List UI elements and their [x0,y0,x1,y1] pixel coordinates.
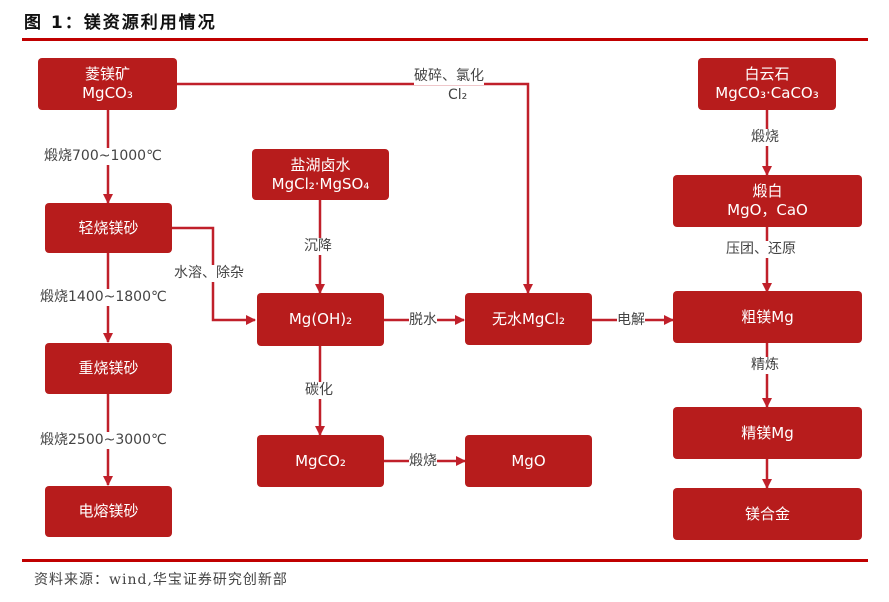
node-magnesite-formula: MgCO₃ [82,84,133,102]
edge-label-refine: 精炼 [751,357,779,374]
edge-label-dissolve: 水溶、除杂 [174,265,244,282]
node-mgo-label: MgO [511,451,546,470]
source-note: 资料来源：wind,华宝证券研究创新部 [34,572,288,588]
node-dolomite: 白云石 MgCO₃·CaCO₃ [698,58,836,110]
edge-label-calcine-2500: 煅烧2500~3000℃ [40,432,167,449]
node-dead-burned-magnesia: 重烧镁砂 [45,343,172,394]
edge-label-crush-chlorinate: 破碎、氯化 [414,68,484,85]
edge-label-calcine-mgo: 煅烧 [409,453,437,470]
node-light-burned-label: 轻烧镁砂 [78,218,139,237]
node-salt-lake-brine: 盐湖卤水 MgCl₂·MgSO₄ [252,149,389,200]
node-brine-formula: MgCl₂·MgSO₄ [271,174,370,193]
bottom-rule [22,559,868,562]
node-dolomite-name: 白云石 [744,65,790,83]
node-fused-label: 电熔镁砂 [78,502,139,520]
node-mgco2-label: MgCO₂ [295,451,346,470]
node-alloy-label: 镁合金 [744,504,790,523]
edge-label-calcine-1400: 煅烧1400~1800℃ [40,289,167,306]
node-magnesite-name: 菱镁矿 [84,65,130,83]
edge-label-carbonize: 碳化 [305,382,333,399]
node-dolomite-formula: MgCO₃·CaCO₃ [715,84,819,102]
node-calcined-name: 煅白 [752,182,783,200]
node-magnesite: 菱镁矿 MgCO₃ [38,58,177,110]
node-brine-name: 盐湖卤水 [290,155,351,174]
node-anhydrous-mgcl2: 无水MgCl₂ [465,293,592,345]
node-calcined-dolomite: 煅白 MgO，CaO [673,175,862,227]
edge-label-dehydrate: 脱水 [409,312,437,329]
node-crude-label: 粗镁Mg [741,307,794,326]
top-rule [22,38,868,41]
node-mgco2: MgCO₂ [257,435,384,487]
node-dead-burned-label: 重烧镁砂 [78,359,139,377]
node-mgoh2-label: Mg(OH)₂ [288,310,353,328]
edge-label-calcine-700: 煅烧700~1000℃ [44,148,162,165]
node-mg-oh2: Mg(OH)₂ [257,293,384,346]
node-refined-label: 精镁Mg [741,423,794,442]
node-crude-magnesium: 粗镁Mg [673,291,862,343]
edge-label-precipitate: 沉降 [304,238,332,255]
edge-magnesite-anhydrous [177,82,533,294]
node-magnesium-alloy: 镁合金 [673,488,862,540]
edge-label-cl2: Cl₂ [448,87,468,103]
edge-label-briquette-reduce: 压团、还原 [726,241,796,258]
figure-title: 图 1：镁资源利用情况 [24,13,217,33]
node-light-burned-magnesia: 轻烧镁砂 [45,203,172,253]
edge-label-calcine-dolomite: 煅烧 [751,129,779,146]
node-mgo: MgO [465,435,592,487]
node-refined-magnesium: 精镁Mg [673,407,862,459]
node-calcined-formula: MgO，CaO [727,201,808,219]
node-anhydrous-label: 无水MgCl₂ [491,309,566,328]
edge-label-electrolysis: 电解 [617,312,645,329]
node-fused-magnesia: 电熔镁砂 [45,486,172,537]
